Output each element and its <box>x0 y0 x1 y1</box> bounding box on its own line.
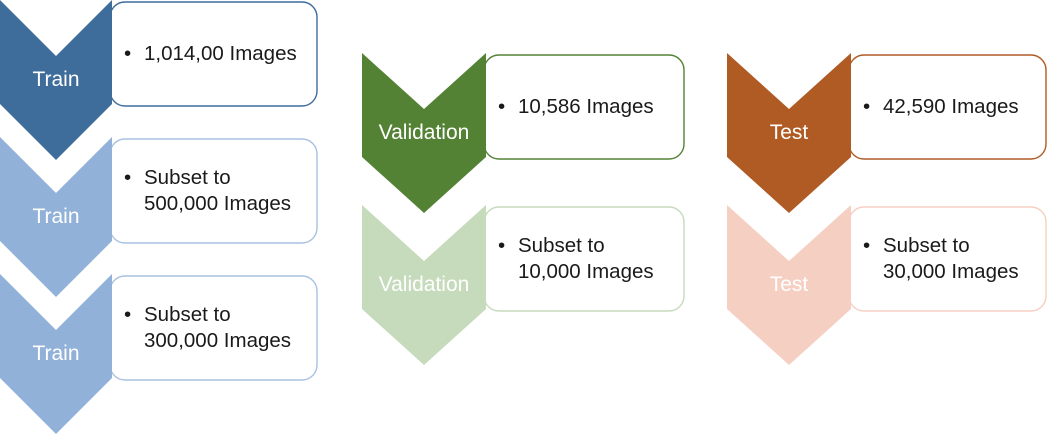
step-chevron <box>727 205 851 365</box>
step-chevron <box>727 53 851 213</box>
step-chevron <box>362 205 486 365</box>
bullet-icon: • <box>863 234 870 257</box>
step-detail-text: Subset to <box>144 303 231 326</box>
step-label: Train <box>32 342 79 365</box>
step-detail-text: 1,014,00 Images <box>144 42 297 65</box>
step-detail-text: 10,586 Images <box>518 95 654 118</box>
bullet-icon: • <box>124 166 131 189</box>
step-chevron <box>0 137 112 297</box>
step-box <box>109 138 318 244</box>
step-detail-text: Subset to <box>518 234 605 257</box>
bullet-icon: • <box>498 95 505 118</box>
step-detail-text: Subset to <box>883 234 970 257</box>
step-detail-text: 30,000 Images <box>883 260 1019 283</box>
bullet-icon: • <box>498 234 505 257</box>
step-label: Train <box>32 205 79 228</box>
step-box <box>109 275 318 381</box>
step-detail-text: 300,000 Images <box>144 329 291 352</box>
bullet-icon: • <box>124 303 131 326</box>
bullet-icon: • <box>124 42 131 65</box>
bullet-icon: • <box>863 95 870 118</box>
step-detail-text: 42,590 Images <box>883 95 1019 118</box>
step-box <box>483 206 685 312</box>
step-chevron <box>362 53 486 213</box>
step-label: Test <box>770 273 809 296</box>
step-chevron <box>0 274 112 434</box>
step-detail-text: 500,000 Images <box>144 192 291 215</box>
step-label: Test <box>770 121 809 144</box>
step-box <box>848 206 1047 312</box>
step-label: Validation <box>379 121 470 144</box>
step-label: Train <box>32 68 79 91</box>
step-label: Validation <box>379 273 470 296</box>
step-chevron <box>0 0 112 160</box>
step-detail-text: Subset to <box>144 166 231 189</box>
step-detail-text: 10,000 Images <box>518 260 654 283</box>
